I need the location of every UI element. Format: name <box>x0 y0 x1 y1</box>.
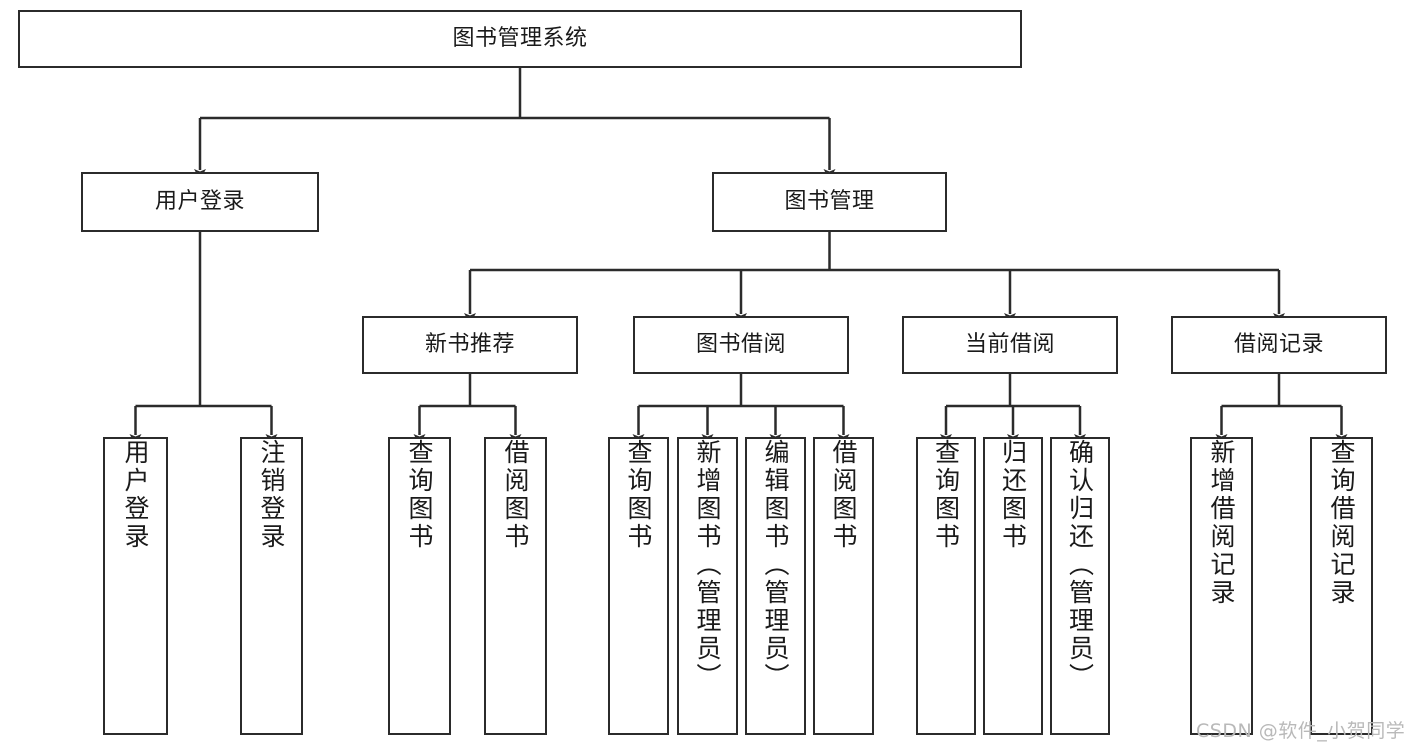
node-records[interactable]: 借阅记录 <box>1171 316 1387 374</box>
node-label-login: 用户登录 <box>154 189 245 215</box>
node-leaf-rec-2[interactable]: 查询借阅记录 <box>1310 437 1373 735</box>
node-label-bookmgmt: 图书管理 <box>784 189 875 215</box>
node-label-leaf-rec-1: 新增借阅记录 <box>1207 439 1236 607</box>
node-label-leaf-bor-1: 查询图书 <box>624 439 653 551</box>
node-login[interactable]: 用户登录 <box>81 172 319 232</box>
node-newbook[interactable]: 新书推荐 <box>362 316 578 374</box>
node-label-leaf-bor-3: 编辑图书（管理员） <box>761 439 790 691</box>
node-label-leaf-cur-1: 查询图书 <box>931 439 961 551</box>
node-leaf-bor-1[interactable]: 查询图书 <box>608 437 669 735</box>
node-label-newbook: 新书推荐 <box>424 332 515 358</box>
node-leaf-cur-1[interactable]: 查询图书 <box>916 437 976 735</box>
node-label-leaf-new-2: 借阅图书 <box>501 439 530 551</box>
node-leaf-new-2[interactable]: 借阅图书 <box>484 437 547 735</box>
node-label-borrow: 图书借阅 <box>695 332 786 358</box>
node-label-records: 借阅记录 <box>1233 332 1324 358</box>
node-leaf-bor-3[interactable]: 编辑图书（管理员） <box>745 437 806 735</box>
node-borrow[interactable]: 图书借阅 <box>633 316 849 374</box>
node-label-leaf-rec-2: 查询借阅记录 <box>1327 439 1356 607</box>
node-label-current: 当前借阅 <box>964 332 1055 358</box>
node-leaf-rec-1[interactable]: 新增借阅记录 <box>1190 437 1253 735</box>
node-current[interactable]: 当前借阅 <box>902 316 1118 374</box>
node-label-leaf-bor-2: 新增图书（管理员） <box>693 439 722 691</box>
node-leaf-cur-3[interactable]: 确认归还（管理员） <box>1050 437 1110 735</box>
node-leaf-new-1[interactable]: 查询图书 <box>388 437 451 735</box>
connector-paths <box>129 68 1348 445</box>
node-label-root: 图书管理系统 <box>452 26 588 52</box>
node-root[interactable]: 图书管理系统 <box>18 10 1022 68</box>
node-label-leaf-bor-4: 借阅图书 <box>829 439 858 551</box>
node-label-leaf-login-1: 用户登录 <box>121 439 150 551</box>
node-leaf-login-1[interactable]: 用户登录 <box>103 437 168 735</box>
node-label-leaf-new-1: 查询图书 <box>405 439 434 551</box>
node-leaf-bor-4[interactable]: 借阅图书 <box>813 437 874 735</box>
node-label-leaf-cur-3: 确认归还（管理员） <box>1065 439 1095 691</box>
node-label-leaf-cur-2: 归还图书 <box>998 439 1028 551</box>
node-leaf-bor-2[interactable]: 新增图书（管理员） <box>677 437 738 735</box>
node-leaf-cur-2[interactable]: 归还图书 <box>983 437 1043 735</box>
node-leaf-login-2[interactable]: 注销登录 <box>240 437 303 735</box>
node-label-leaf-login-2: 注销登录 <box>257 439 286 551</box>
node-bookmgmt[interactable]: 图书管理 <box>712 172 947 232</box>
